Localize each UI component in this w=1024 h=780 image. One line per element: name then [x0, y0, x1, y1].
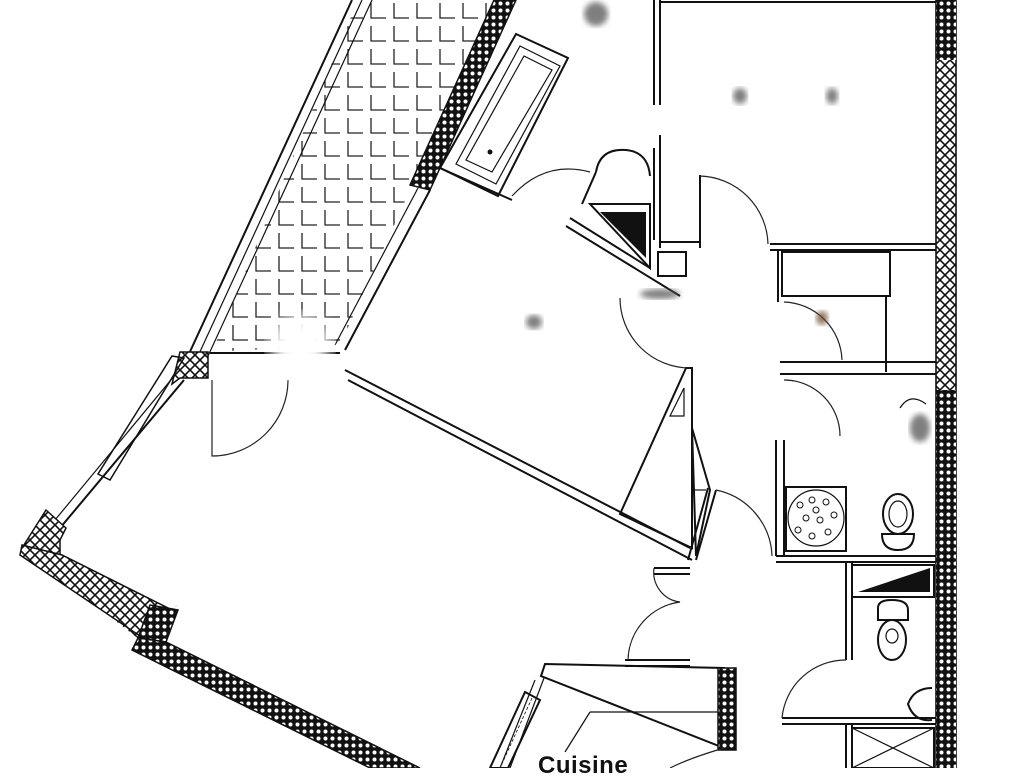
exterior-wall-balcony-side — [334, 0, 517, 351]
door-kitchen[interactable] — [669, 747, 725, 768]
interior-walls — [344, 0, 936, 768]
door-swings[interactable] — [211, 168, 847, 768]
shower-room — [785, 398, 927, 552]
exterior-wall-left — [19, 351, 421, 768]
blurred-labels — [270, 2, 930, 442]
drain-icon — [487, 149, 493, 155]
door-wc[interactable] — [781, 659, 847, 719]
toilet-icon — [877, 598, 909, 661]
door-bathroom[interactable] — [511, 168, 591, 197]
radiator-icon — [488, 690, 542, 768]
door-shower-room[interactable] — [783, 379, 841, 437]
exterior-wall-right — [935, 0, 957, 768]
balcony — [187, 0, 496, 357]
door-bedroom-2[interactable] — [699, 175, 769, 245]
washbasin-icon — [906, 687, 933, 722]
door-living-hall[interactable] — [627, 567, 681, 661]
bathroom-tub — [438, 32, 687, 297]
door-bedroom-1[interactable] — [619, 297, 691, 369]
room-label-kitchen: Cuisine — [538, 752, 629, 779]
door-storage[interactable] — [783, 301, 843, 361]
door-hall-closet[interactable] — [715, 489, 773, 557]
toilet-icon — [880, 493, 916, 552]
door-living-entry[interactable] — [211, 379, 289, 457]
wc — [877, 598, 933, 722]
